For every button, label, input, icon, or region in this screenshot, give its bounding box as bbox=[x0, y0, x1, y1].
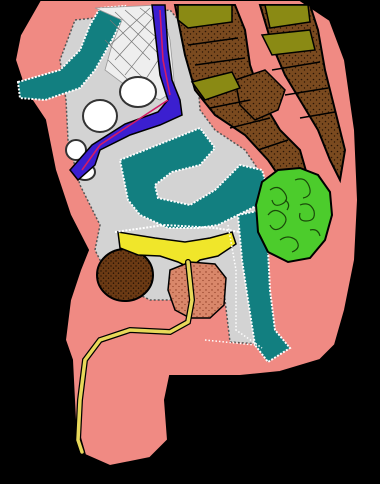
prostate bbox=[168, 262, 226, 318]
gland-dark bbox=[97, 249, 153, 301]
